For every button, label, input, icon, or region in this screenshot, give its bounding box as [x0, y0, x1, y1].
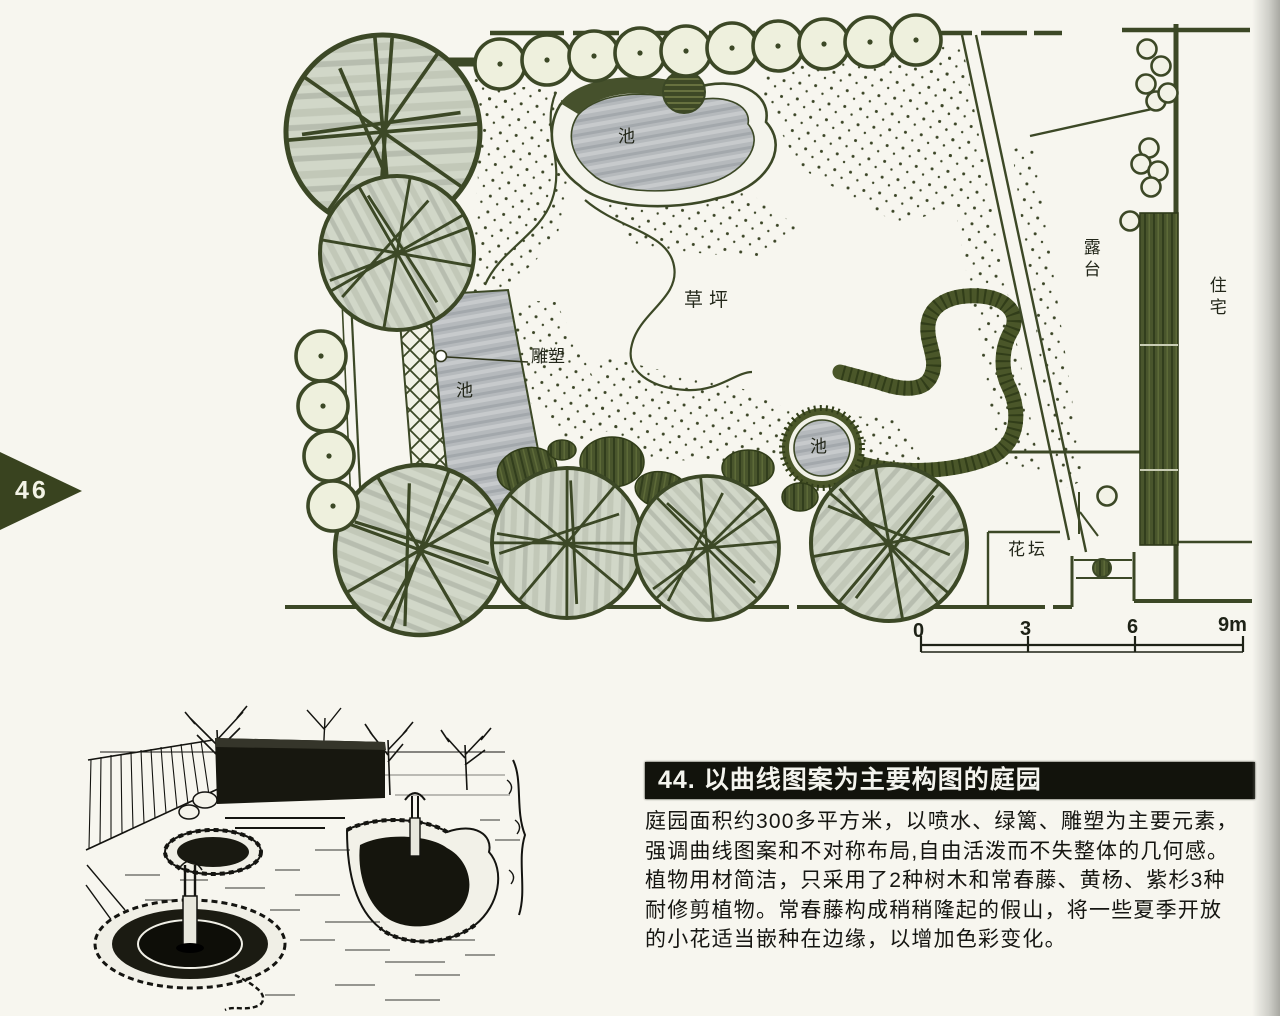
scale-tick-0: 0: [913, 620, 925, 642]
scale-tick-6: 6: [1127, 616, 1139, 638]
label-house: 住宅: [1206, 276, 1226, 320]
garden-plan-drawing: [283, 6, 1252, 658]
label-flower-bed: 花坛: [1008, 540, 1048, 559]
shrub-column-left: [294, 329, 360, 533]
article-line: 庭园面积约300多平方米，以喷水、绿篱、雕塑为主要元素，: [645, 810, 1239, 833]
article-line: 的小花适当嵌种在边缘，以增加色彩变化。: [645, 928, 1067, 951]
sketch-fountain-pond: [93, 860, 287, 1012]
scale-bar: [919, 636, 1245, 653]
label-pond-small: 池: [810, 437, 827, 456]
article-line: 强调曲线图案和不对称布局,自由活泼而不失整体的几何感。: [645, 839, 1230, 863]
scale-tick-3: 3: [1020, 618, 1032, 640]
pond-small-round: [779, 405, 865, 491]
hedge-s-curve: [832, 288, 1024, 478]
page-edge-shadow: [1252, 0, 1280, 1016]
garden-plan: 池 池 池 草坪 雕塑 露台 住宅 花坛 0 3 6 9m: [0, 0, 1252, 680]
flower-bed-and-gate: [986, 492, 1136, 607]
sketch-ground-hatch: [125, 819, 520, 1001]
gate-plant: [1092, 558, 1112, 578]
label-pond-left: 池: [456, 381, 473, 400]
sculpture-marker: [434, 349, 529, 363]
sketch-upper-pond: [163, 828, 263, 876]
pond-top: [550, 70, 777, 208]
article-line: 耐修剪植物。常春藤构成稍稍隆起的假山，将一些夏季开放: [645, 898, 1223, 922]
article-block: 44. 以曲线图案为主要构图的庭园 庭园面积约300多平方米，以喷水、绿篱、雕塑…: [645, 762, 1255, 955]
hedge-band-vertical: [1139, 212, 1179, 546]
label-sculpture: 雕塑: [531, 347, 565, 366]
article-body: 庭园面积约300多平方米，以喷水、绿篱、雕塑为主要元素， 强调曲线图案和不对称布…: [645, 807, 1255, 955]
sketch-hedge-block: [178, 738, 386, 829]
scale-tick-9m: 9m: [1218, 614, 1247, 636]
garden-perspective-sketch: [85, 705, 527, 1012]
sketch-right-ponds: [345, 792, 500, 944]
label-lawn: 草坪: [684, 290, 735, 311]
label-pond-top: 池: [618, 127, 635, 146]
article-heading: 44. 以曲线图案为主要构图的庭园: [645, 762, 1255, 799]
label-terrace: 露台: [1080, 238, 1100, 282]
page-number: 46: [15, 476, 49, 505]
lawn-edge-lines: [483, 91, 753, 392]
article-line: 植物用材简洁，只采用了2种树木和常春藤、黄杨、紫杉3种: [645, 869, 1226, 892]
